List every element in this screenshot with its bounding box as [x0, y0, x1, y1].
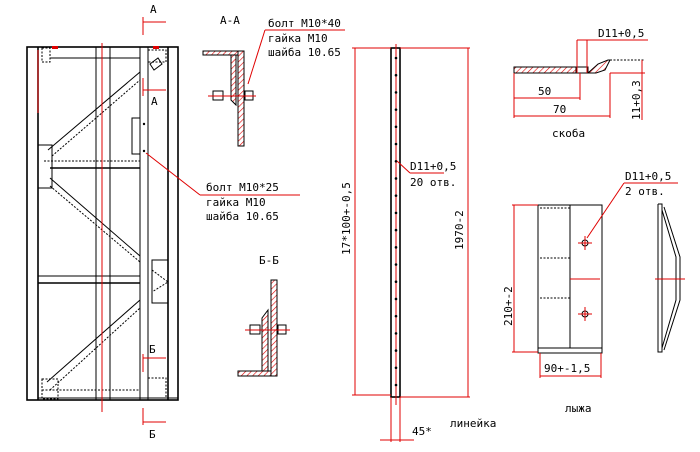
section-a-label-top: А	[150, 3, 157, 16]
bracket-height-dim: 11+0,3	[630, 80, 643, 120]
ruler-hole	[394, 142, 398, 146]
ski-hole-bottom	[578, 307, 592, 321]
bracket-view: D11+0,5 50 70 11+0,3 скоба	[513, 27, 648, 140]
section-marker-b: Б Б	[142, 343, 166, 441]
callout-nut-aa: гайка M10	[268, 32, 328, 45]
ruler-hole	[394, 159, 398, 163]
ruler-hole	[394, 228, 398, 232]
ruler-hole	[394, 280, 398, 284]
ruler-hole	[394, 383, 398, 387]
ruler-hole	[394, 194, 398, 197]
callout-bolt-bb: болт M10*25	[206, 181, 279, 194]
ruler-hole	[394, 211, 398, 215]
ski-name: лыжа	[565, 402, 592, 415]
section-marker-a: А А	[142, 3, 166, 108]
ruler-hole	[394, 314, 398, 318]
ruler-hole	[394, 108, 398, 111]
frame-view: А А Б Б	[26, 3, 300, 441]
bracket-name: скоба	[552, 127, 585, 140]
ruler-name: линейка	[450, 417, 496, 430]
ruler-hole	[394, 349, 398, 352]
ski-width-dim: 90+-1,5	[544, 362, 590, 375]
ruler-hole	[394, 246, 398, 249]
section-aa-title: А-А	[220, 14, 240, 27]
section-b-label-bottom: Б	[149, 428, 156, 441]
ruler-hole-count: 20 отв.	[410, 176, 456, 189]
section-aa: А-А болт M10*40 гайка M10 шайба 10.65	[202, 14, 345, 147]
ruler-width-dim: 45*	[412, 425, 432, 438]
section-bb: болт M10*25 гайка M10 шайба 10.65 Б-Б	[206, 181, 290, 377]
ruler-hole	[394, 56, 398, 60]
ruler-hole-callout: D11+0,5	[410, 160, 456, 173]
ski-hole-top	[578, 236, 592, 250]
ruler-hole	[394, 177, 398, 180]
section-a-label-bottom: А	[151, 95, 158, 108]
section-bb-title: Б-Б	[259, 254, 279, 267]
ski-hole-callout: D11+0,5	[625, 170, 671, 183]
callout-nut-bb: гайка M10	[206, 196, 266, 209]
ruler-hole	[394, 366, 398, 370]
bracket-hole-callout: D11+0,5	[598, 27, 644, 40]
ruler-hole	[394, 125, 398, 129]
ski-height-dim: 210+-2	[502, 286, 515, 326]
ruler-holes	[394, 56, 398, 387]
bracket-dim-70: 70	[553, 103, 566, 116]
bracket-dim-50: 50	[538, 85, 551, 98]
section-b-label-top: Б	[149, 343, 156, 356]
callout-washer-aa: шайба 10.65	[268, 46, 341, 59]
ski-hole-count: 2 отв.	[625, 185, 665, 198]
ruler-hole	[394, 297, 398, 301]
center-post	[95, 46, 111, 401]
ruler-length-dim: 1970-2	[453, 210, 466, 250]
callout-bolt-aa: болт M10*40	[268, 17, 341, 30]
ruler-hole	[394, 263, 398, 266]
callout-washer-bb: шайба 10.65	[206, 210, 279, 223]
ski-view: D11+0,5 2 отв. 210+-2 90+-1,5 лыжа	[502, 170, 685, 415]
ruler-view: 17*100+-0,5 1970-2 D11+0,5 20 отв. 45* л…	[340, 44, 496, 442]
ruler-hole-spacing-dim: 17*100+-0,5	[340, 182, 353, 255]
ruler-hole	[394, 91, 398, 94]
ruler-hole	[394, 73, 398, 77]
ruler-hole	[394, 332, 398, 335]
